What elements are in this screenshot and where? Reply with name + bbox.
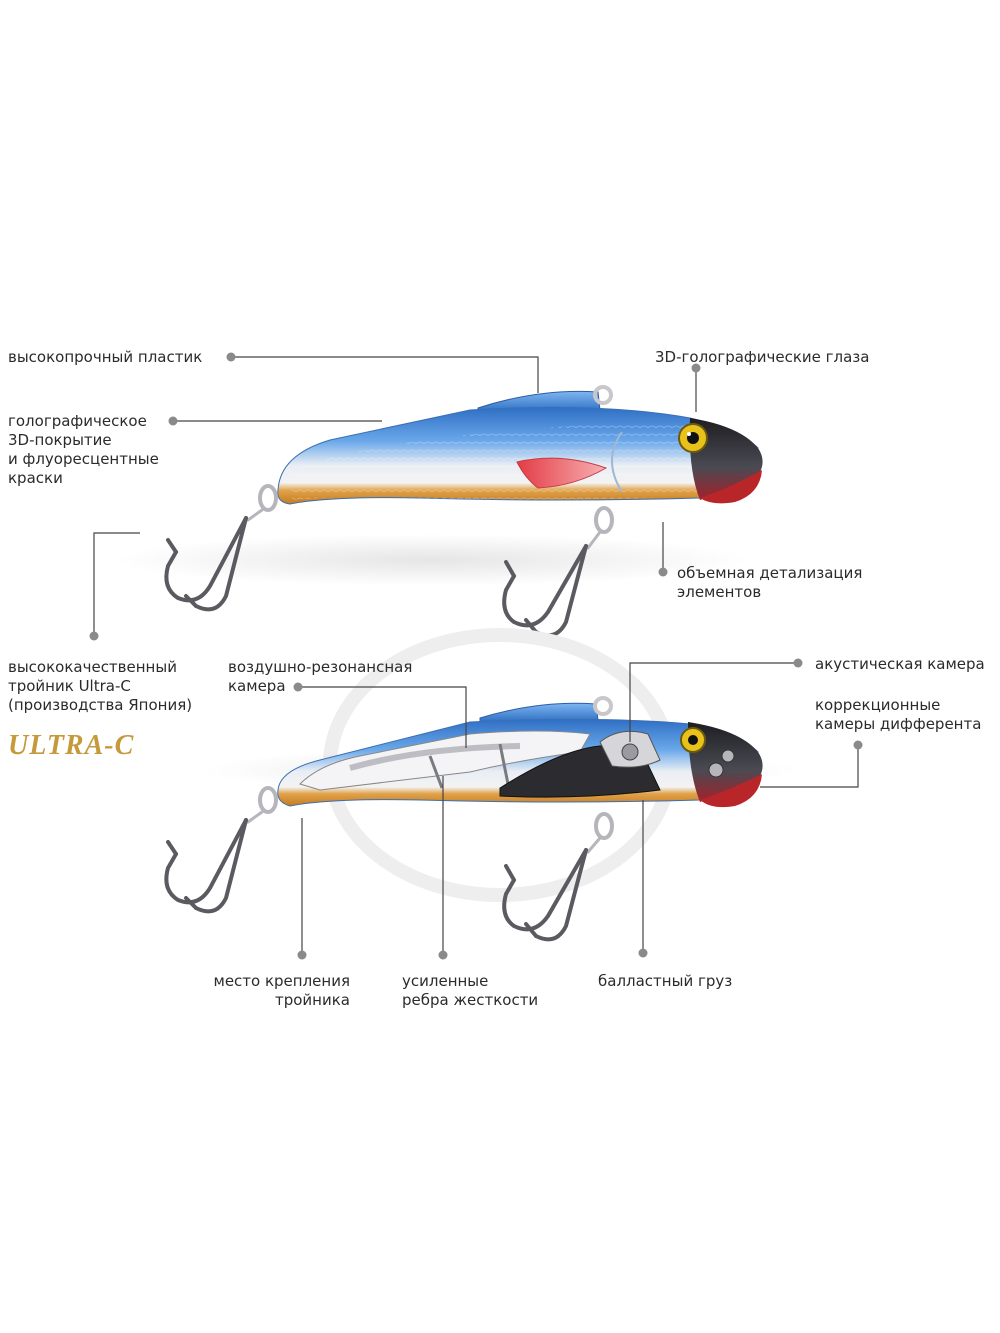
leader-air bbox=[302, 686, 467, 748]
label-ribs: усиленные ребра жесткости bbox=[402, 972, 539, 1009]
leader-lines bbox=[93, 356, 859, 952]
label-coating: голографическое 3D-покрытие и флуоресцен… bbox=[8, 412, 159, 487]
lure-cutaway bbox=[200, 628, 800, 902]
label-acoustic: акустическая камера bbox=[815, 655, 985, 673]
label-ballast: балластный груз bbox=[598, 972, 733, 990]
label-detail: объемная детализация элементов bbox=[677, 564, 863, 601]
ultra-c-logo: ULTRA-C bbox=[8, 730, 135, 761]
treble-hook-tail-top bbox=[164, 484, 278, 612]
leader-acoustic bbox=[629, 662, 795, 742]
treble-hook-tail-bottom bbox=[164, 786, 278, 914]
label-eyes: 3D-голографические глаза bbox=[655, 348, 870, 366]
label-plastic: высокопрочный пластик bbox=[8, 348, 203, 366]
leader-trim bbox=[760, 748, 859, 788]
label-hook-mount: место крепления тройника bbox=[213, 972, 351, 1009]
leader-plastic bbox=[235, 356, 539, 393]
label-hook: высококачественный тройник Ultra-C (прои… bbox=[8, 658, 193, 714]
treble-hook-belly-bottom bbox=[502, 812, 614, 942]
leader-dots bbox=[89, 352, 863, 960]
leader-hook bbox=[93, 532, 140, 634]
label-trim: коррекционные камеры дифферента bbox=[815, 696, 982, 733]
lure-exterior bbox=[110, 385, 763, 586]
label-air-chamber: воздушно-резонансная камера bbox=[228, 658, 413, 695]
